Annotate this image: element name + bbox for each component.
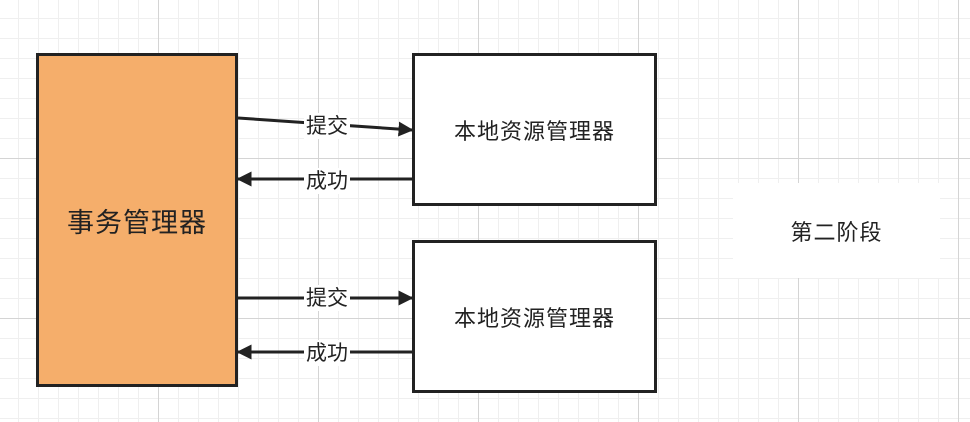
edge-label-success-1: 成功 xyxy=(304,168,350,194)
transaction-manager-label: 事务管理器 xyxy=(67,207,207,239)
transaction-manager-node[interactable]: 事务管理器 xyxy=(36,53,238,387)
resource-manager-1-label: 本地资源管理器 xyxy=(453,119,615,145)
phase-label: 第二阶段 xyxy=(790,220,883,246)
edge-label-submit-2: 提交 xyxy=(304,285,350,311)
edge-label-success-2: 成功 xyxy=(304,340,350,366)
resource-manager-node-2[interactable]: 本地资源管理器 xyxy=(412,240,657,393)
resource-manager-node-1[interactable]: 本地资源管理器 xyxy=(412,53,657,206)
phase-annotation: 第二阶段 xyxy=(733,183,940,278)
resource-manager-2-label: 本地资源管理器 xyxy=(453,306,615,332)
edge-label-submit-1: 提交 xyxy=(304,113,350,139)
